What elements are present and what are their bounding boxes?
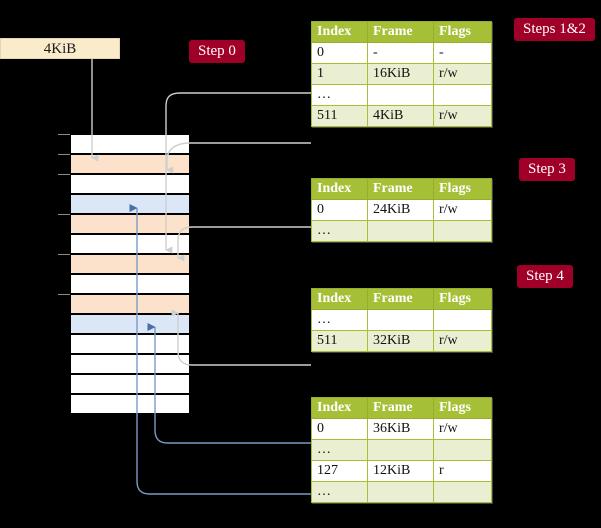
- pml4-cell-flags: -: [433, 42, 492, 64]
- pml4-cell-index: 511: [311, 105, 368, 127]
- pdpt-cell-index: …: [311, 220, 368, 242]
- pml4-cell-index: 1: [311, 63, 368, 85]
- pml4-header-flags: Flags: [433, 21, 492, 43]
- pml4-cell-index: 0: [311, 42, 368, 64]
- pt-cell-frame: 12KiB: [367, 460, 434, 482]
- pt-cell-flags: [433, 439, 492, 461]
- pdpt-header-flags: Flags: [433, 178, 492, 200]
- pt-cell-frame: [367, 439, 434, 461]
- memory-frame-tick-6: [58, 254, 70, 255]
- pt-row: …: [311, 481, 492, 503]
- memory-frame-8: [70, 294, 190, 314]
- page-label-4kib: 4KiB: [0, 38, 120, 59]
- memory-frame-tick-4: [58, 214, 70, 215]
- pt-cell-frame: [367, 481, 434, 503]
- memory-frame-2: [70, 174, 190, 194]
- pdpt-header-index: Index: [311, 178, 368, 200]
- memory-frame-3: [70, 194, 190, 214]
- badge-step-0: Step 0: [189, 40, 245, 63]
- pd-cell-flags: [433, 309, 492, 331]
- memory-frame-10: [70, 334, 190, 354]
- pd-cell-frame: 32KiB: [367, 330, 434, 352]
- pt-cell-index: …: [311, 439, 368, 461]
- pdpt-row: …: [311, 220, 492, 242]
- pml4-cell-index: …: [311, 84, 368, 106]
- pt-row: …: [311, 439, 492, 461]
- pt-cell-index: 127: [311, 460, 368, 482]
- memory-frame-0: [70, 134, 190, 154]
- pml4-row: …: [311, 84, 492, 106]
- pd-header-flags: Flags: [433, 288, 492, 310]
- memory-frame-tick-0: [58, 134, 70, 135]
- connector-pdpt-0-to-frame: [177, 226, 311, 262]
- memory-frame-tick-8: [58, 294, 70, 295]
- pdpt-cell-flags: r/w: [433, 199, 492, 221]
- pml4-cell-frame: -: [367, 42, 434, 64]
- pml4-header-frame: Frame: [367, 21, 434, 43]
- pd-cell-index: …: [311, 309, 368, 331]
- connector-pd-511-to-frame: [171, 309, 311, 366]
- badge-step-4: Step 4: [517, 265, 573, 288]
- pt-cell-index: …: [311, 481, 368, 503]
- pd-cell-flags: r/w: [433, 330, 492, 352]
- memory-frame-7: [70, 274, 190, 294]
- pd-header-index: Index: [311, 288, 368, 310]
- physical-memory-column: [58, 134, 190, 414]
- pml4-row: 0--: [311, 42, 492, 64]
- pt-cell-frame: 36KiB: [367, 418, 434, 440]
- pd-cell-index: 511: [311, 330, 368, 352]
- memory-frame-5: [70, 234, 190, 254]
- memory-frame-6: [70, 254, 190, 274]
- memory-frame-tick-2: [58, 174, 70, 175]
- memory-frame-4: [70, 214, 190, 234]
- badge-step-3: Step 3: [519, 158, 575, 181]
- memory-frame-11: [70, 354, 190, 374]
- pdpt-cell-frame: 24KiB: [367, 199, 434, 221]
- pdpt-cell-flags: [433, 220, 492, 242]
- pt-cell-flags: [433, 481, 492, 503]
- pml4-cell-frame: 4KiB: [367, 105, 434, 127]
- pml4-cell-frame: 16KiB: [367, 63, 434, 85]
- pt-header-flags: Flags: [433, 397, 492, 419]
- pml4-cell-flags: r/w: [433, 105, 492, 127]
- memory-frame-tick-1: [58, 154, 70, 155]
- pt-cell-flags: r: [433, 460, 492, 482]
- pml4-cell-frame: [367, 84, 434, 106]
- pd-header-frame: Frame: [367, 288, 434, 310]
- memory-frame-1: [70, 154, 190, 174]
- pml4-header-index: Index: [311, 21, 368, 43]
- memory-frame-12: [70, 374, 190, 394]
- pt-header-frame: Frame: [367, 397, 434, 419]
- pd-cell-frame: [367, 309, 434, 331]
- pml4-cell-flags: [433, 84, 492, 106]
- memory-frame-13: [70, 394, 190, 414]
- badge-steps-1-2: Steps 1&2: [514, 18, 595, 41]
- pdpt-cell-index: 0: [311, 199, 368, 221]
- memory-frame-9: [70, 314, 190, 334]
- pdpt-header-frame: Frame: [367, 178, 434, 200]
- pt-cell-index: 0: [311, 418, 368, 440]
- pml4-cell-flags: r/w: [433, 63, 492, 85]
- pt-header-index: Index: [311, 397, 368, 419]
- pt-cell-flags: r/w: [433, 418, 492, 440]
- pd-row: …: [311, 309, 492, 331]
- pdpt-cell-frame: [367, 220, 434, 242]
